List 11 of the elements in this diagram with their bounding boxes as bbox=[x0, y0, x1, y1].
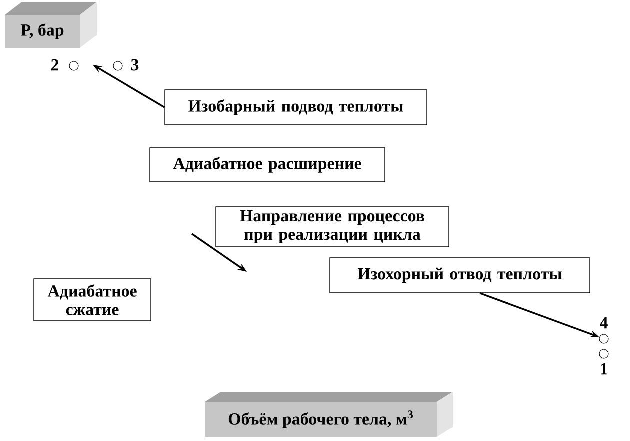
point-label: 3 bbox=[131, 59, 139, 71]
text-box: Адиабатное расширение bbox=[150, 148, 386, 182]
text-box: Изобарный подвод теплоты bbox=[164, 90, 428, 126]
text-box: Изохорный отвод теплоты bbox=[330, 258, 590, 294]
label-block: Объём рабочего тела, м$^{3}$ bbox=[205, 392, 453, 437]
label-block: P, бар bbox=[5, 2, 97, 48]
point-label: 4 bbox=[600, 317, 608, 329]
point-label: 2 bbox=[52, 59, 58, 71]
text-box: Адиабатное сжатие bbox=[34, 278, 152, 322]
text-box: Направление процессов при реализации цикла bbox=[216, 206, 450, 248]
point-label: 1 bbox=[601, 363, 608, 375]
